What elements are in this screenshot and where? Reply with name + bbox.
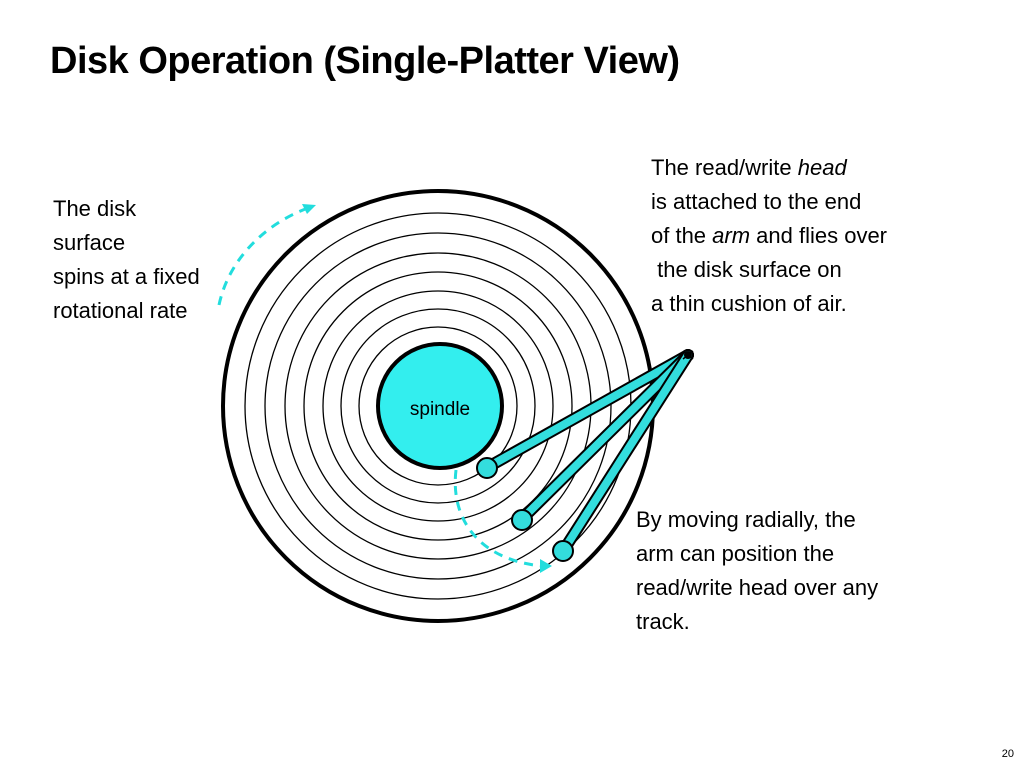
track xyxy=(340,308,536,504)
annotation-line: rotational rate xyxy=(53,298,188,323)
track xyxy=(358,326,518,486)
rotation-arrowhead xyxy=(302,204,316,214)
read-write-head xyxy=(476,457,498,479)
annotation-line: The read/write head xyxy=(651,151,887,185)
arm-annotation: By moving radially, the arm can position… xyxy=(636,503,878,639)
rotation-arrow xyxy=(217,206,309,306)
arm-position-1 xyxy=(476,349,694,479)
slide-title: Disk Operation (Single-Platter View) xyxy=(50,40,680,82)
arm-pivot-mark xyxy=(682,350,694,360)
annotation-text: and flies over xyxy=(750,223,888,248)
annotation-emphasis: head xyxy=(797,155,847,180)
read-write-head xyxy=(511,509,533,531)
read-write-head-annotation: The read/write head is attached to the e… xyxy=(651,151,887,321)
radial-movement-arrowhead xyxy=(540,559,552,573)
arm-position-2 xyxy=(511,349,694,531)
annotation-line: of the arm and flies over xyxy=(651,219,887,253)
annotation-line: By moving radially, the xyxy=(636,507,856,532)
disk-surface-annotation: The disk surface spins at a fixed rotati… xyxy=(53,192,200,328)
disk-tracks xyxy=(244,212,632,600)
spindle xyxy=(376,342,504,470)
page-number: 20 xyxy=(1001,748,1014,760)
arm-position-3 xyxy=(552,349,694,562)
spindle-label: spindle xyxy=(410,399,470,420)
annotation-line: a thin cushion of air. xyxy=(651,291,847,316)
annotation-emphasis: arm xyxy=(712,223,751,248)
annotation-line: is attached to the end xyxy=(651,189,862,214)
annotation-line: track. xyxy=(636,609,690,634)
track xyxy=(264,232,612,580)
read-write-head xyxy=(552,540,574,562)
annotation-text: The read/write xyxy=(651,155,798,180)
annotation-line: The disk xyxy=(53,196,137,221)
annotation-line: surface xyxy=(53,230,126,255)
track xyxy=(303,271,573,541)
radial-movement-arrow xyxy=(453,469,543,568)
annotation-line: the disk surface on xyxy=(651,257,842,282)
annotation-line: arm can position the xyxy=(636,541,835,566)
annotation-line: spins at a fixed xyxy=(53,264,200,289)
annotation-text: of the xyxy=(651,223,713,248)
annotation-line: read/write head over any xyxy=(636,575,879,600)
track xyxy=(322,290,554,522)
